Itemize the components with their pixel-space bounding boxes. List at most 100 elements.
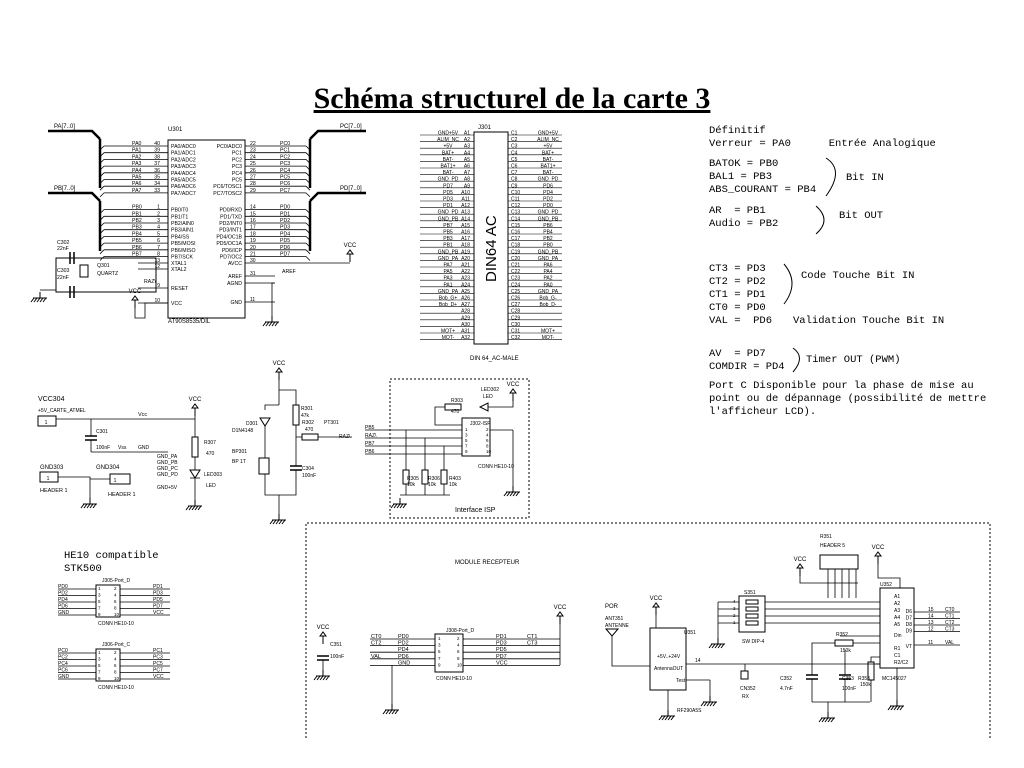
din-net-label: Bob_G- xyxy=(539,296,557,302)
sw-dip-4 xyxy=(738,595,766,633)
din-pin-number: C32 xyxy=(511,335,520,341)
u352-pin-name: A5 xyxy=(894,622,900,628)
he10-net: VCC xyxy=(153,674,164,680)
wire xyxy=(391,709,396,715)
wire xyxy=(278,519,283,525)
din-net-label: GND_PB xyxy=(438,216,459,222)
din-net-label: GND_PD xyxy=(538,210,559,216)
r304-value: 10k xyxy=(449,482,458,488)
din-pin-number: C8 xyxy=(511,177,518,183)
wire xyxy=(305,159,311,164)
wire xyxy=(30,297,35,303)
pin-number: 9 xyxy=(438,662,441,667)
din-net-label: BAT- xyxy=(543,157,554,163)
rx-label: RX xyxy=(742,694,750,700)
u301-pin-name: PC3 xyxy=(232,164,242,170)
net-label: GND xyxy=(398,660,410,666)
din-net-label: GND_PD xyxy=(538,177,559,183)
din-pin-number: C29 xyxy=(511,315,520,321)
pin-number: 3 xyxy=(98,657,101,662)
u301-net-label: PB3 xyxy=(132,225,142,231)
note-code-touche-label: Code Touche Bit IN xyxy=(801,270,915,282)
wire xyxy=(99,185,105,191)
u301-pin-number: 14 xyxy=(250,205,256,211)
din-pin-number: A7 xyxy=(464,170,470,176)
u301-pin-number: 22 xyxy=(250,141,256,147)
net-label: CT0 xyxy=(371,634,381,640)
wire xyxy=(274,321,279,327)
u301-pin-name: PD4/OC1B xyxy=(216,234,242,240)
wire xyxy=(887,705,892,711)
wire xyxy=(717,643,722,649)
por-label: POR xyxy=(605,604,619,610)
din-net-label: GND_PD xyxy=(438,210,459,216)
u352-pin-name: R2/C2 xyxy=(894,660,908,666)
note-port-c: Port C Disponible pour la phase de mise … xyxy=(709,380,987,418)
u301-pin-name: PA0/ADC0 xyxy=(171,144,196,150)
net-label: PD5 xyxy=(496,647,507,653)
led302-label: LED302 xyxy=(481,387,499,393)
wire xyxy=(890,705,895,711)
r351-label: R351 xyxy=(820,534,832,540)
u301-pin-number: 31 xyxy=(250,271,256,277)
vcc-label: VCC xyxy=(129,289,142,295)
u301-net-label: PA2 xyxy=(132,154,142,160)
pin-number: 8 xyxy=(114,670,117,675)
wire xyxy=(275,519,280,525)
u301-pin-number: 20 xyxy=(250,245,256,251)
din-pin-number: A24 xyxy=(461,282,470,288)
u301-pin-number: 13 xyxy=(154,258,160,264)
u301-pin-number: 11 xyxy=(250,297,255,303)
rf-pin-name: AntennaOUT xyxy=(654,666,683,672)
wire xyxy=(709,701,714,707)
wire xyxy=(197,505,202,511)
net-label: PD2 xyxy=(398,641,409,647)
r353-value: 150k xyxy=(860,682,871,688)
he10-net: GND xyxy=(58,610,70,616)
pin-number: 7 xyxy=(98,606,101,611)
c302-value: 22nF xyxy=(57,246,69,252)
wire xyxy=(827,717,832,723)
vcc-label: VCC xyxy=(650,596,663,602)
bp301-label: BP301 xyxy=(232,449,247,455)
c351-label: C351 xyxy=(330,642,342,648)
wire xyxy=(272,519,277,525)
u301-pin-number: 38 xyxy=(154,154,160,160)
ant351-label: ANT351 xyxy=(605,616,624,622)
din-pin-number: A2 xyxy=(464,137,470,143)
din-pin-number: C18 xyxy=(511,243,520,249)
u301-pin-name: RESET xyxy=(171,286,189,292)
he10-net: PD1 xyxy=(153,584,163,590)
u301-pin-name: PD7/OC2 xyxy=(220,255,242,261)
rf-pin-name: Test xyxy=(676,678,686,684)
pin-number: 3 xyxy=(438,643,441,648)
wire xyxy=(661,715,666,721)
din-pin-number: C24 xyxy=(511,282,520,288)
din-pin-number: C28 xyxy=(511,309,520,315)
wire xyxy=(515,491,520,497)
r303-label: R303 xyxy=(451,398,463,404)
u301-pin-name: PB7/SCK xyxy=(171,255,193,261)
pin-number: 6 xyxy=(114,663,117,668)
he10-title: J306-Port_C xyxy=(102,642,130,648)
he10-part: CONN HE10-10 xyxy=(98,621,134,627)
din-pin-number: A27 xyxy=(461,302,470,308)
din-pin-number: C9 xyxy=(511,183,518,189)
r301-label: R301 xyxy=(301,406,313,412)
j301-refdes: J301 xyxy=(478,125,492,131)
wire xyxy=(670,715,675,721)
din-pin-number: C1 xyxy=(511,131,518,137)
gnd-net: GND+5V xyxy=(157,485,178,491)
u301-pin-number: 17 xyxy=(250,225,256,231)
wire xyxy=(305,256,311,261)
u301-pin-number: 18 xyxy=(250,231,256,237)
wire xyxy=(279,389,297,405)
isp-net-label: PB5 xyxy=(365,425,375,431)
din-pin-number: C12 xyxy=(511,203,520,209)
note-code-touche-list: CT3 = PD3 CT2 = PD2 CT1 = PD1 CT0 = PD0 … xyxy=(709,263,773,327)
module-recepteur-box xyxy=(305,522,991,738)
pin-number: 6 xyxy=(457,649,460,654)
note-bit-in-list: BATOK = PB0 BAL1 = PB3 ABS_COURANT = PB4 xyxy=(709,158,817,196)
net-label: PD3 xyxy=(496,641,507,647)
u301-pin-name: PD2/INT0 xyxy=(219,221,242,227)
